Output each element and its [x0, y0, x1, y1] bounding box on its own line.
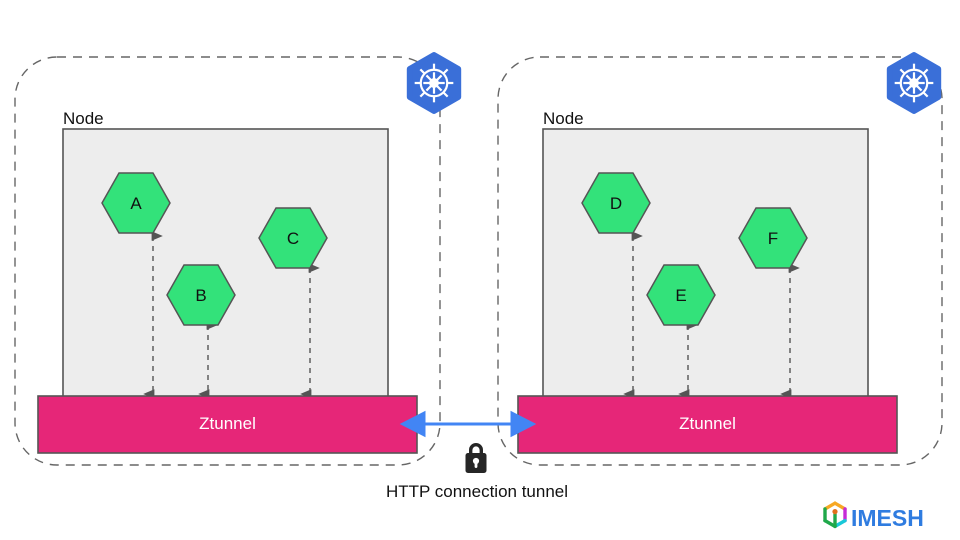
pod-hexagon-b[interactable]	[166, 264, 236, 326]
kubernetes-icon-left	[406, 52, 462, 114]
node-label-right: Node	[543, 109, 584, 128]
node-label-left: Node	[63, 109, 104, 128]
lock-icon	[465, 443, 487, 473]
node-box-left	[62, 128, 389, 400]
ztunnel-bar-right[interactable]	[517, 395, 898, 454]
pod-hexagon-a[interactable]	[101, 172, 171, 234]
node-box-right	[542, 128, 869, 400]
imesh-cube-icon	[823, 501, 847, 529]
cluster-boundary-left	[14, 56, 441, 466]
pod-hexagon-e[interactable]	[646, 264, 716, 326]
tunnel-caption: HTTP connection tunnel	[385, 482, 569, 501]
pod-hexagon-d[interactable]	[581, 172, 651, 234]
brand-name: IMESH	[851, 505, 924, 531]
cluster-boundary-right	[497, 56, 943, 466]
pod-hexagon-f[interactable]	[738, 207, 808, 269]
ztunnel-bar-left[interactable]	[37, 395, 418, 454]
kubernetes-icon-right	[886, 52, 942, 114]
pod-hexagon-c[interactable]	[258, 207, 328, 269]
